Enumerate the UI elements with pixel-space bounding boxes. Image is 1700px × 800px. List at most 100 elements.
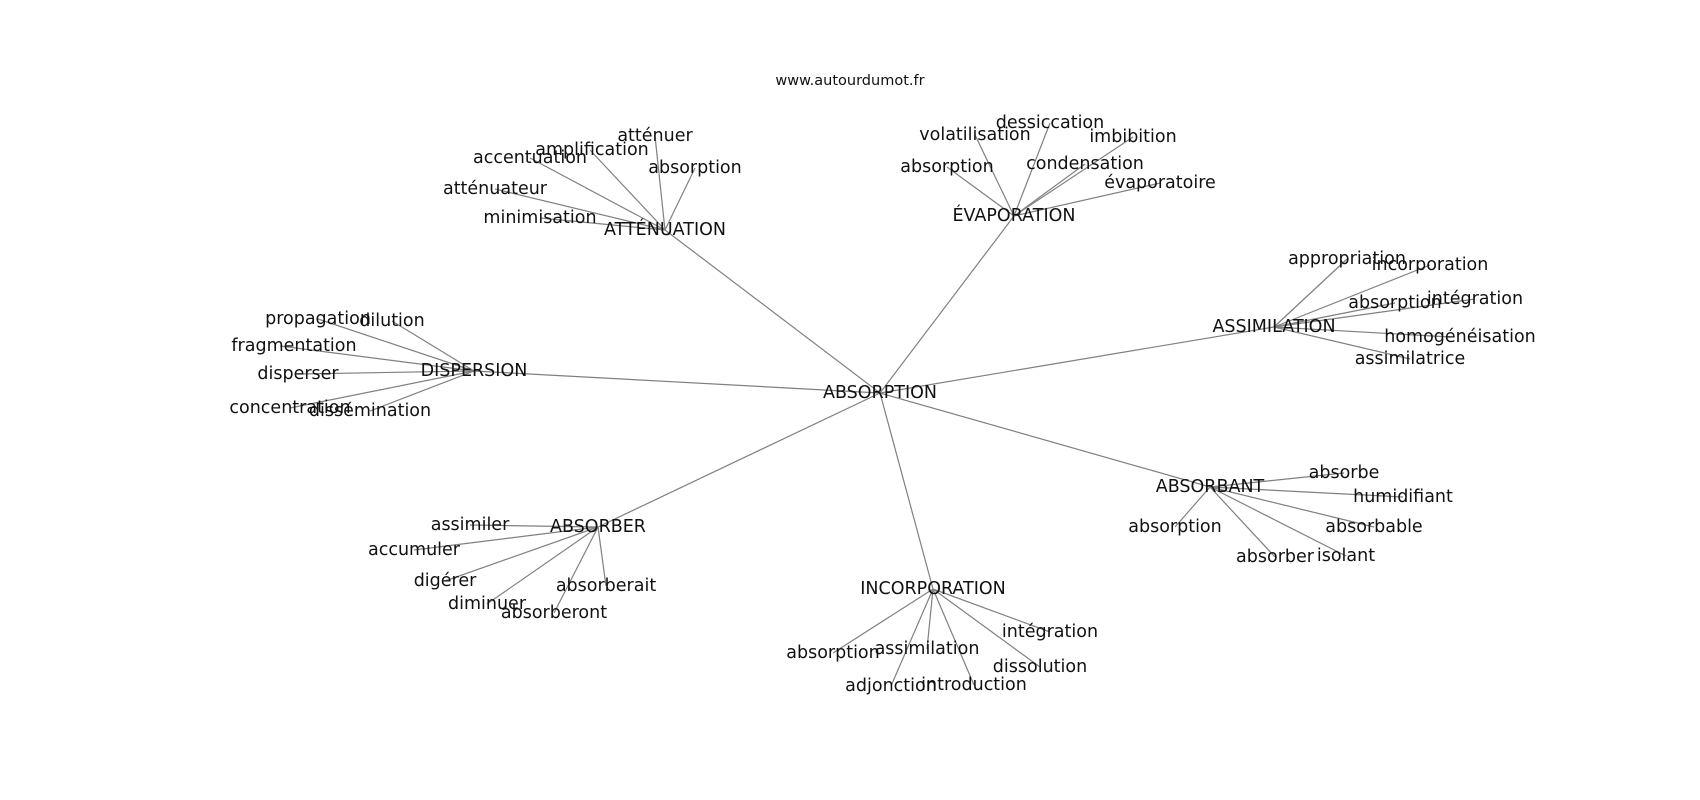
edge-0-2 — [529, 157, 666, 231]
leaf-node: intégration — [1002, 622, 1098, 642]
edge-6-2 — [926, 588, 934, 650]
leaf-node: fragmentation — [231, 336, 356, 356]
edge-1-1 — [974, 134, 1015, 217]
leaf-node: intégration — [1427, 289, 1523, 309]
edge-5-2 — [444, 526, 599, 582]
leaf-node: adjonction — [845, 676, 937, 696]
leaf-node: humidifiant — [1353, 487, 1453, 507]
leaf-node: concentration — [229, 398, 350, 418]
edge-4-5 — [1209, 486, 1347, 557]
leaf-node: homogénéisation — [1384, 327, 1536, 347]
leaf-node: dessiccation — [996, 113, 1104, 133]
leaf-node: absorption — [1128, 517, 1221, 537]
leaf-node: atténuer — [617, 126, 693, 146]
leaf-node: propagation — [265, 309, 371, 329]
edge-6-3 — [932, 588, 1041, 668]
cluster-node: DISPERSION — [421, 361, 528, 381]
edge-0-0 — [654, 135, 666, 231]
leaf-node: isolant — [1317, 546, 1375, 566]
leaf-node: introduction — [921, 675, 1027, 695]
leaf-node: absorption — [1348, 293, 1441, 313]
edge-3-0 — [317, 318, 475, 372]
leaf-node: dilution — [359, 311, 424, 331]
cluster-node: ATTÉNUATION — [604, 218, 726, 240]
edge-3-3 — [297, 370, 475, 375]
leaf-node: absorber — [1236, 547, 1315, 567]
leaf-node: amplification — [535, 140, 649, 160]
leaf-node: absorption — [900, 157, 993, 177]
edge-2-0 — [1273, 258, 1348, 328]
edge-5-3 — [486, 526, 599, 605]
watermark: www.autourdumot.fr — [775, 73, 925, 89]
leaf-node: absorption — [786, 643, 879, 663]
leaf-node: dissémination — [309, 401, 431, 421]
leaf-node: absorption — [648, 158, 741, 178]
cluster-node: INCORPORATION — [860, 579, 1006, 599]
cluster-node: ÉVAPORATION — [953, 204, 1076, 226]
edge-root-6 — [879, 392, 934, 590]
edge-root-2 — [879, 326, 1275, 394]
edge-1-4 — [1013, 163, 1086, 217]
leaf-node: absorberait — [556, 576, 657, 596]
edge-1-0 — [1013, 122, 1051, 217]
edge-4-3 — [1209, 486, 1375, 528]
leaf-node: atténuateur — [443, 179, 548, 199]
leaf-node: assimilation — [875, 639, 980, 659]
leaf-node: évaporatoire — [1104, 173, 1216, 193]
edge-2-3 — [1273, 298, 1476, 328]
edge-2-2 — [1273, 302, 1396, 328]
edge-1-2 — [1013, 136, 1134, 217]
leaf-node: imbibition — [1089, 127, 1176, 147]
cluster-node: ABSORBANT — [1156, 477, 1265, 497]
edge-root-1 — [879, 215, 1015, 394]
root-node: ABSORPTION — [823, 383, 937, 403]
edge-4-2 — [1174, 486, 1211, 528]
edge-2-5 — [1273, 326, 1411, 360]
edge-root-4 — [879, 392, 1211, 488]
edge-3-4 — [289, 370, 475, 409]
leaf-node: condensation — [1026, 154, 1144, 174]
edge-4-0 — [1209, 472, 1345, 488]
edge-root-0 — [664, 229, 881, 394]
leaf-node: disperser — [257, 364, 339, 384]
edge-0-5 — [539, 217, 666, 231]
edge-5-4 — [597, 526, 607, 587]
leaf-node: incorporation — [1372, 255, 1489, 275]
leaf-node: assimilatrice — [1355, 349, 1466, 369]
edge-3-1 — [391, 320, 475, 372]
leaf-node: dissolution — [993, 657, 1087, 677]
leaf-node: accentuation — [473, 148, 587, 168]
edge-6-4 — [890, 588, 934, 687]
edge-6-0 — [932, 588, 1051, 633]
edge-4-4 — [1209, 486, 1276, 558]
edge-0-4 — [494, 188, 666, 231]
leaf-node: minimisation — [483, 208, 596, 228]
leaf-node: absorbable — [1325, 517, 1422, 537]
leaf-node: absorbe — [1309, 463, 1380, 483]
edge-6-5 — [932, 588, 975, 686]
graph-labels: ABSORPTION ATTÉNUATION atténueramplificati… — [229, 113, 1535, 696]
edge-1-3 — [946, 166, 1015, 217]
edge-5-0 — [469, 524, 599, 528]
graph-edges — [279, 122, 1476, 687]
edge-0-3 — [664, 167, 696, 231]
edge-6-1 — [832, 588, 934, 654]
edge-5-1 — [413, 526, 599, 551]
edge-4-1 — [1209, 486, 1404, 498]
cluster-node: ABSORBER — [550, 517, 646, 537]
edge-3-5 — [369, 370, 475, 412]
leaf-node: volatilisation — [919, 125, 1030, 145]
leaf-node: assimiler — [431, 515, 510, 535]
leaf-node: digérer — [414, 571, 477, 591]
edge-3-2 — [279, 345, 475, 372]
edge-root-3 — [473, 370, 881, 394]
leaf-node: accumuler — [368, 540, 461, 560]
edge-5-5 — [553, 526, 599, 614]
edge-2-4 — [1273, 326, 1451, 338]
leaf-node: appropriation — [1288, 249, 1406, 269]
edge-2-1 — [1273, 264, 1431, 328]
leaf-node: absorberont — [501, 603, 607, 623]
cluster-node: ASSIMILATION — [1212, 317, 1335, 337]
edge-root-5 — [597, 392, 881, 528]
